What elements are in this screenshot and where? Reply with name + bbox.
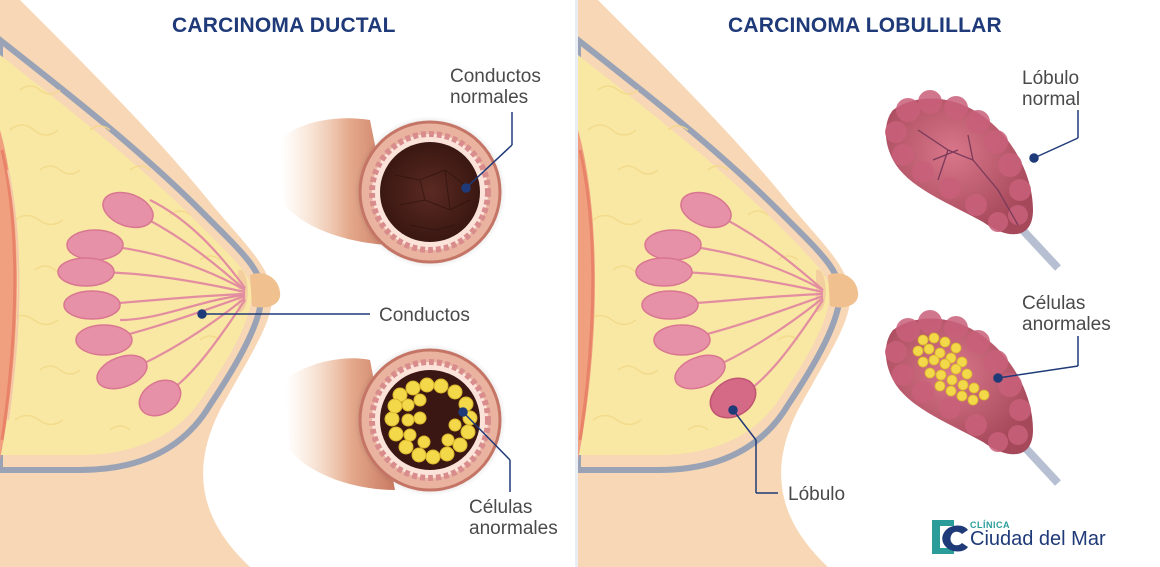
ductal-title: CARCINOMA DUCTAL <box>172 14 396 37</box>
logo-mark <box>932 520 954 554</box>
abnormal-cells-label-left: Células anormales <box>469 497 558 539</box>
abnormal-cells-right-line1: Células <box>1022 293 1086 314</box>
lobular-carcinoma-panel: CARCINOMA LOBULILLAR Lóbulo normal Célul… <box>578 0 1160 567</box>
pointers <box>197 112 513 492</box>
ductal-illustration <box>0 0 513 567</box>
abnormal-cells-cluster <box>384 377 478 465</box>
abnormal-cells-right-line2: anormales <box>1022 314 1111 335</box>
normal-ducts-label-line2: normales <box>450 87 529 108</box>
normal-lobule-line2: normal <box>1022 89 1081 110</box>
abnormal-cells-left-line1: Células <box>469 497 533 518</box>
abnormal-lobule-illustration <box>885 310 1061 486</box>
nipple <box>250 273 281 308</box>
normal-ducts-label-line1: Conductos <box>450 66 541 87</box>
ducts-label: Conductos <box>379 305 470 326</box>
lobules <box>57 191 182 417</box>
normal-lobule-label: Lóbulo normal <box>1022 68 1080 110</box>
logo-name: Ciudad del Mar <box>970 528 1106 550</box>
lobular-title: CARCINOMA LOBULILLAR <box>728 14 1002 37</box>
lobular-illustration <box>578 0 1079 567</box>
ductal-carcinoma-panel: CARCINOMA DUCTAL Conductos normales Cond… <box>0 0 575 567</box>
highlighted-lobule <box>709 377 757 419</box>
clinic-logo <box>932 520 968 554</box>
lobule-label: Lóbulo <box>788 484 846 505</box>
pointers-right <box>728 110 1079 494</box>
fat-tissue <box>0 55 252 455</box>
abnormal-cells-label-right: Células anormales <box>1022 293 1111 335</box>
normal-ducts-label: Conductos normales <box>450 66 541 108</box>
lobules-right <box>635 191 732 390</box>
normal-lobule-line1: Lóbulo <box>1022 68 1080 89</box>
normal-lobule-illustration <box>885 90 1061 271</box>
abnormal-cells-left-line2: anormales <box>469 518 558 539</box>
logo-small-text: CLÍNICA <box>970 520 1010 530</box>
panel-divider <box>575 0 578 567</box>
